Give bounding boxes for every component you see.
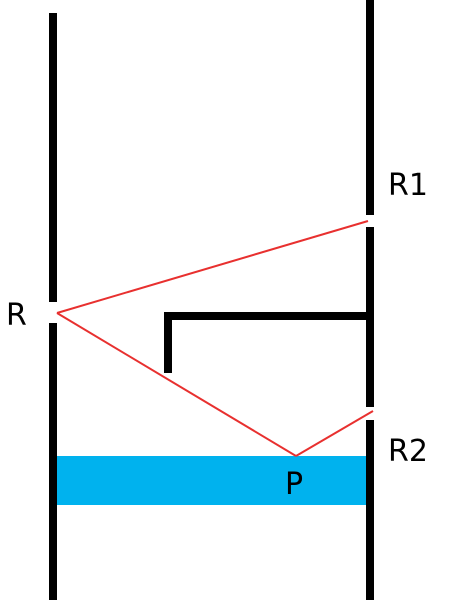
ray-r-to-r1: [56, 220, 369, 314]
ray-r-to-p: [56, 312, 297, 457]
label-r1: R1: [388, 168, 428, 203]
label-p: P: [285, 467, 303, 502]
label-r2: R2: [388, 434, 428, 469]
label-r: R: [6, 298, 27, 333]
inner-barrier: [164, 312, 370, 373]
ray-p-to-r2: [295, 410, 374, 457]
blue-band: [57, 456, 366, 505]
